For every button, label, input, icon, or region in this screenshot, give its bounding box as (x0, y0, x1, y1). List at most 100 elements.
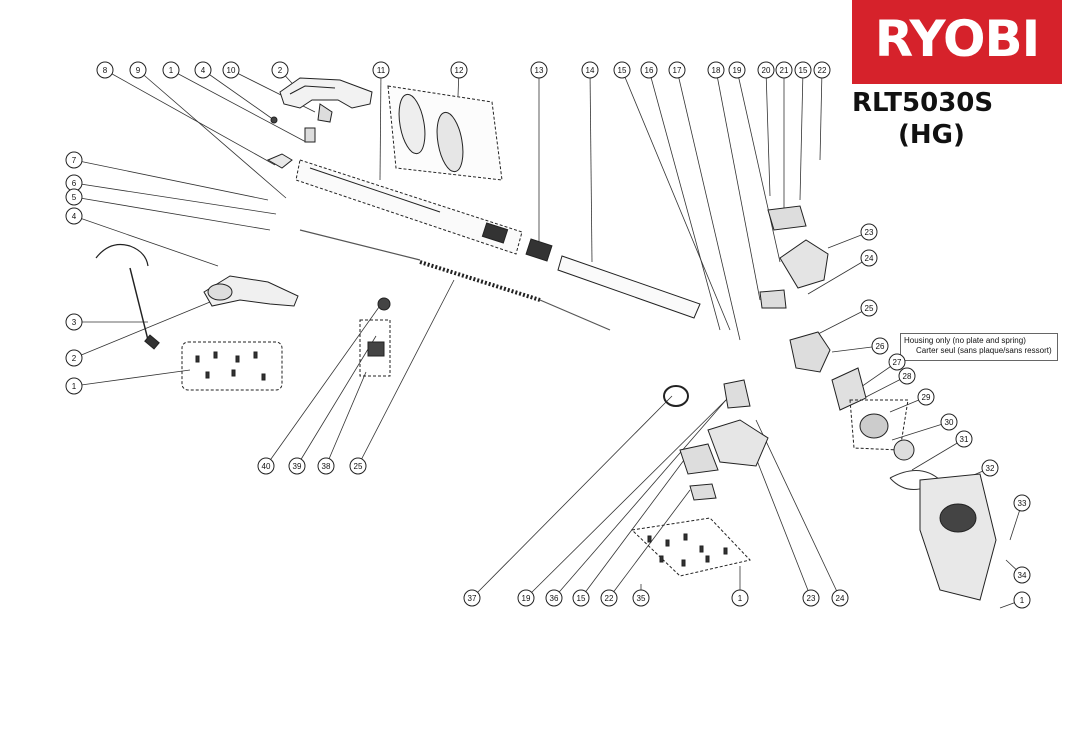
callout-circle (1013, 566, 1031, 584)
part-callout-right: 34 (1013, 566, 1031, 584)
callout-number: 20 (762, 66, 771, 75)
callout-circle (775, 61, 793, 79)
callout-number: 29 (922, 393, 931, 402)
callout-number: 17 (673, 66, 682, 75)
part-callout-bottom: 22 (600, 589, 618, 607)
leader-line (525, 395, 731, 599)
callout-circle (162, 61, 180, 79)
part-callout-bottom: 40 (257, 457, 275, 475)
part-callout-top: 1 (162, 61, 180, 79)
rear-handle-part (279, 77, 373, 123)
callout-circle (317, 457, 335, 475)
leader-line (73, 301, 211, 359)
callout-circle (613, 61, 631, 79)
callout-number: 30 (945, 418, 954, 427)
part-callout-bottom: 24 (831, 589, 849, 607)
callout-circle (65, 377, 83, 395)
part-callout-bottom: 39 (288, 457, 306, 475)
leader-line (137, 69, 287, 199)
leader-line (170, 69, 307, 143)
callout-circle (860, 223, 878, 241)
callout-number: 21 (780, 66, 789, 75)
part-callout-bottom: 23 (802, 589, 820, 607)
callout-circle (860, 299, 878, 317)
callout-number: 8 (103, 66, 108, 75)
screw-icon (681, 559, 686, 567)
callout-number: 36 (550, 594, 559, 603)
screw-icon (205, 371, 210, 379)
callout-circle (65, 188, 83, 206)
part-callout-right: 27 (888, 353, 906, 371)
callout-number: 28 (903, 372, 912, 381)
part-callout-right: 32 (981, 459, 999, 477)
callout-number: 24 (836, 594, 845, 603)
leader-line (589, 69, 593, 263)
model-variant: (HG) (898, 120, 965, 150)
callout-number: 25 (354, 462, 363, 471)
callout-circle (194, 61, 212, 79)
callout-number: 10 (227, 66, 236, 75)
part-callout-top: 15 (613, 61, 631, 79)
callout-circle (530, 61, 548, 79)
housing-note-line2: Carter seul (sans plaque/sans ressort) (916, 346, 1052, 355)
callout-number: 25 (865, 304, 874, 313)
leader-line (891, 421, 950, 441)
callout-circle (572, 589, 590, 607)
housing-note-line1: Housing only (no plate and spring) (904, 336, 1026, 345)
callout-number: 4 (72, 212, 77, 221)
leader-line (608, 489, 691, 599)
part-callout-left: 2 (65, 349, 83, 367)
callout-circle (668, 61, 686, 79)
leader-line (357, 279, 455, 467)
callout-circle (981, 459, 999, 477)
callout-circle (96, 61, 114, 79)
part-callout-top: 10 (222, 61, 240, 79)
part-callout-left: 6 (65, 174, 83, 192)
callout-circle (632, 589, 650, 607)
front-handle-part (203, 275, 299, 307)
leader-line (819, 69, 823, 161)
callout-number: 22 (818, 66, 827, 75)
leader-line (296, 335, 377, 467)
callout-circle (640, 61, 658, 79)
callout-circle (372, 61, 390, 79)
callout-circle (728, 61, 746, 79)
screw-icon (253, 351, 258, 359)
callout-number: 33 (1018, 499, 1027, 508)
part-callout-top: 18 (707, 61, 725, 79)
leader-line (807, 257, 870, 295)
callout-circle (517, 589, 535, 607)
leader-lines (73, 69, 1023, 609)
callout-circle (757, 61, 775, 79)
screw-group-left (181, 341, 283, 391)
part-callout-left: 5 (65, 188, 83, 206)
part-callout-top: 9 (129, 61, 147, 79)
part-callout-bottom: 19 (517, 589, 535, 607)
callout-number: 19 (522, 594, 531, 603)
part-callout-right: 1 (1013, 591, 1031, 609)
callout-number: 35 (637, 594, 646, 603)
callout-circle (581, 61, 599, 79)
callout-circle (831, 589, 849, 607)
callout-circle (65, 207, 83, 225)
callout-number: 15 (618, 66, 627, 75)
callout-number: 40 (262, 462, 271, 471)
callout-number: 2 (72, 354, 77, 363)
callout-number: 24 (865, 254, 874, 263)
part-callout-right: 30 (940, 413, 958, 431)
callout-number: 2 (278, 66, 283, 75)
callout-number: 7 (72, 156, 77, 165)
screw-icon (647, 535, 652, 543)
screw-icon (683, 533, 688, 541)
callout-number: 1 (738, 594, 743, 603)
leader-line (325, 371, 367, 467)
shaft-coupler-part (525, 238, 553, 262)
callout-number: 16 (645, 66, 654, 75)
callout-number: 1 (1020, 596, 1025, 605)
part-callout-right: 31 (955, 430, 973, 448)
leader-line (379, 69, 382, 181)
part-callout-top: 15 (794, 61, 812, 79)
callout-circle (65, 349, 83, 367)
callout-circle (65, 313, 83, 331)
callout-number: 14 (586, 66, 595, 75)
